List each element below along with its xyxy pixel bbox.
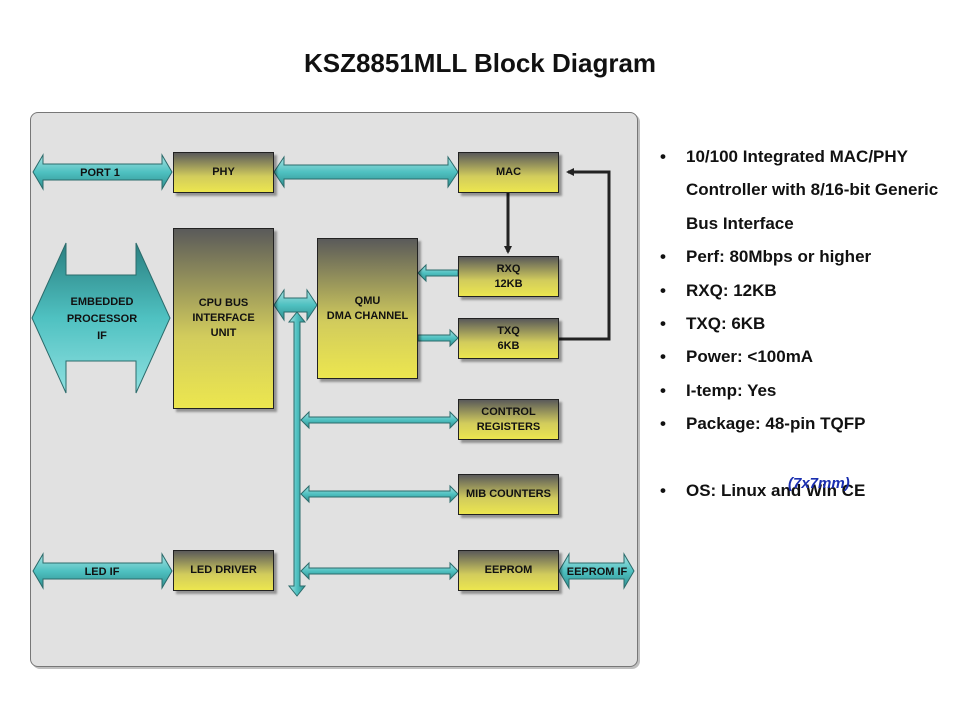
bus-eeprom-arrow	[300, 561, 459, 581]
phy-block: PHY	[173, 152, 274, 193]
eeprom-if-label: EEPROM IF	[567, 566, 628, 578]
bullet-icon: •	[660, 247, 666, 267]
led-if-arrow	[32, 552, 173, 590]
feature-item: • OS: Linux and Win CE	[660, 474, 950, 507]
mib-counters-label: MIB COUNTERS	[466, 488, 551, 500]
embedded-processor-label-3: IF	[97, 330, 107, 342]
control-registers-label: CONTROL REGISTERS	[476, 405, 541, 433]
feature-item: • TXQ: 6KB	[660, 307, 950, 340]
feature-item: • RXQ: 12KB	[660, 274, 950, 307]
eeprom-label: EEPROM	[484, 564, 533, 576]
txq-mac-arrow	[559, 168, 611, 341]
feature-text: OS: Linux and Win CE	[686, 480, 866, 500]
bus-control-arrow	[300, 410, 459, 430]
port1-arrow	[32, 153, 173, 191]
mac-block: MAC	[458, 152, 559, 193]
cpu-bus-label: CPU BUS INTERFACE UNIT	[192, 297, 255, 339]
eeprom-if-arrow	[558, 552, 635, 590]
control-registers-block: CONTROL REGISTERS	[458, 399, 559, 440]
feature-text: I-temp: Yes	[686, 380, 777, 400]
mib-counters-block: MIB COUNTERS	[458, 474, 559, 515]
internal-bus-arrow	[287, 311, 307, 597]
bullet-icon: •	[660, 347, 666, 367]
rxq-qmu-arrow	[417, 263, 459, 283]
qmu-label: QMU DMA CHANNEL	[326, 294, 409, 322]
txq-block: TXQ 6KB	[458, 318, 559, 359]
feature-text: RXQ: 12KB	[686, 280, 777, 300]
bullet-icon: •	[660, 414, 666, 434]
feature-item: • I-temp: Yes	[660, 374, 950, 407]
qmu-txq-arrow	[417, 328, 459, 348]
bullet-icon: •	[660, 380, 666, 400]
phy-label: PHY	[212, 166, 235, 178]
package-note: (7x7mm)	[788, 475, 850, 492]
led-driver-label: LED DRIVER	[190, 564, 257, 576]
feature-text: Perf: 80Mbps or higher	[686, 247, 872, 267]
feature-item: • Package: 48-pin TQFP	[660, 407, 950, 440]
feature-text: Package: 48-pin TQFP	[686, 414, 866, 434]
feature-text: TXQ: 6KB	[686, 314, 766, 334]
mac-label: MAC	[495, 166, 522, 178]
feature-text: Power: <100mA	[686, 347, 814, 367]
bullet-icon: •	[660, 314, 666, 334]
txq-label: TXQ 6KB	[497, 324, 520, 352]
led-if-label: LED IF	[85, 566, 120, 578]
led-driver-block: LED DRIVER	[173, 550, 274, 591]
feature-item: • Power: <100mA	[660, 340, 950, 373]
embedded-processor-label-2: PROCESSOR	[67, 313, 137, 325]
bullet-icon: •	[660, 280, 666, 300]
port1-label: PORT 1	[80, 167, 120, 179]
bus-mib-arrow	[300, 484, 459, 504]
feature-text: 10/100 Integrated MAC/PHY Controller wit…	[686, 147, 939, 233]
bullet-icon: •	[660, 480, 666, 500]
feature-item: • Perf: 80Mbps or higher	[660, 240, 950, 273]
embedded-processor-arrow	[31, 242, 171, 394]
feature-list: • 10/100 Integrated MAC/PHY Controller wi…	[660, 140, 950, 507]
cpu-bus-interface-block: CPU BUS INTERFACE UNIT	[173, 228, 274, 409]
bullet-icon: •	[660, 147, 666, 166]
rxq-block: RXQ 12KB	[458, 256, 559, 297]
page-title: KSZ8851MLL Block Diagram	[303, 48, 657, 78]
feature-item: • 10/100 Integrated MAC/PHY Controller wi…	[660, 140, 950, 240]
embedded-processor-label-1: EMBEDDED	[71, 296, 134, 308]
qmu-block: QMU DMA CHANNEL	[317, 238, 418, 379]
rxq-label: RXQ 12KB	[494, 262, 523, 290]
phy-mac-arrow	[273, 155, 459, 189]
eeprom-block: EEPROM	[458, 550, 559, 591]
